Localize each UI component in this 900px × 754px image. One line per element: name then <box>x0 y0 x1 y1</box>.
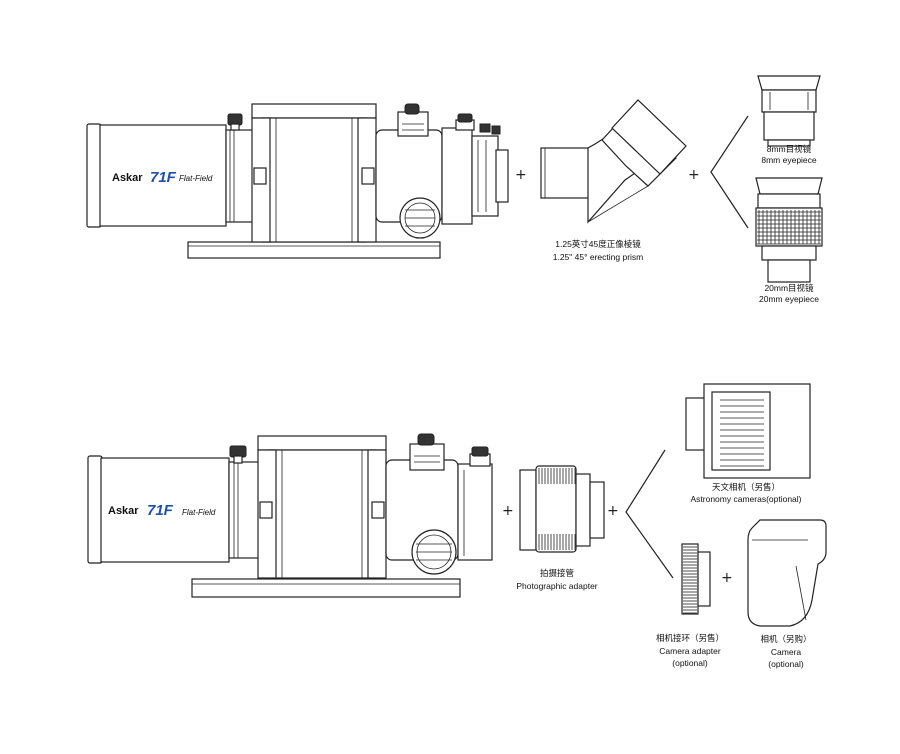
plus-sign: + <box>721 570 733 586</box>
astro-camera-label-en: Astronomy cameras(optional) <box>690 494 801 504</box>
camera-label-en: Camera <box>771 647 802 657</box>
eyepiece-20mm <box>755 177 823 283</box>
astro-camera-label-cn: 天文相机（另售） <box>712 482 780 492</box>
erecting-prism <box>540 99 687 224</box>
photographic-adapter <box>519 465 605 553</box>
prism-label-cn: 1.25英寸45度正像棱镜 <box>555 239 641 249</box>
camera-adapter-label-cn: 相机接环（另售） <box>656 633 724 643</box>
brand-label-bottom: Askar <box>108 505 139 517</box>
camera-label-note: (optional) <box>768 659 804 669</box>
plus-sign: + <box>502 503 514 519</box>
adapter-label-cn: 拍摄接管 <box>540 568 574 578</box>
brand-label-top: Askar <box>112 172 143 184</box>
eyepiece-8mm <box>757 75 821 147</box>
telescope-bottom <box>87 433 493 598</box>
eyepiece-8mm-label-en: 8mm eyepiece <box>761 155 817 165</box>
model-label-top: 71F <box>150 169 177 186</box>
camera-body <box>747 519 827 627</box>
eyepiece-20mm-label-cn: 20mm目视镜 <box>764 283 814 293</box>
camera-adapter-label-en: Camera adapter <box>659 646 721 656</box>
plus-sign: + <box>515 167 527 183</box>
subtitle-label-bottom: Flat-Field <box>182 508 216 517</box>
plus-sign: + <box>607 503 619 519</box>
plus-sign: + <box>688 167 700 183</box>
adapter-label-en: Photographic adapter <box>516 581 597 591</box>
model-label-bottom: 71F <box>147 502 174 519</box>
eyepiece-20mm-label-en: 20mm eyepiece <box>759 294 819 304</box>
branch-bracket-top <box>710 115 749 229</box>
subtitle-label-top: Flat-Field <box>179 174 213 183</box>
astronomy-camera <box>685 383 811 479</box>
eyepiece-8mm-label-cn: 8mm目视镜 <box>767 144 812 154</box>
camera-label-cn: 相机（另购） <box>760 634 811 644</box>
camera-adapter <box>681 543 711 615</box>
camera-adapter-label-note: (optional) <box>672 658 708 668</box>
telescope-top <box>86 103 509 259</box>
prism-label-en: 1.25" 45° erecting prism <box>553 252 644 262</box>
branch-bracket-bottom <box>625 449 674 579</box>
